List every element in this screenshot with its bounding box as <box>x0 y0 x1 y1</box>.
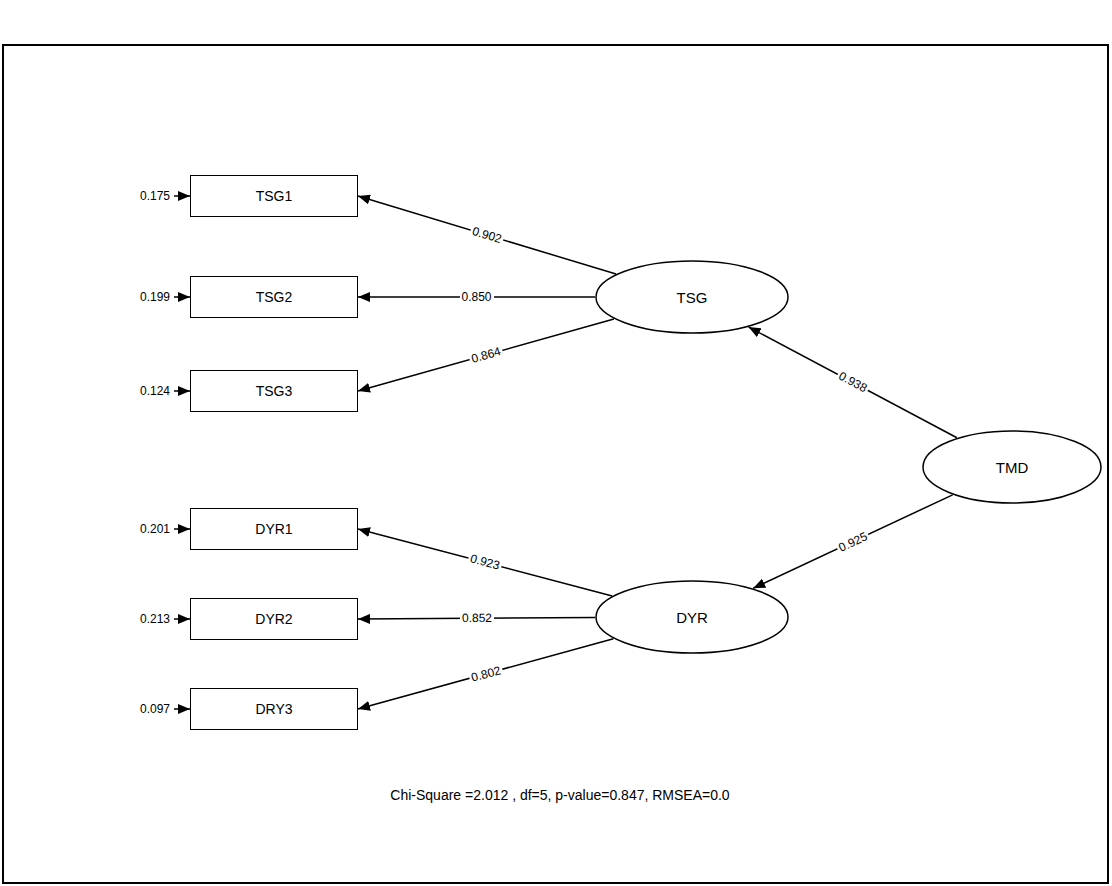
error-variance: 0.213 <box>140 612 170 626</box>
error-arrow <box>174 195 190 197</box>
variable-name: TSG2 <box>256 289 293 305</box>
variable-name: TSG1 <box>256 188 293 204</box>
loading-value: 0.802 <box>467 663 504 686</box>
ellipse-shape <box>923 431 1101 503</box>
variable-name: TMD <box>996 459 1029 476</box>
loading-value: 0.902 <box>469 223 506 246</box>
loading-value: 0.925 <box>835 528 872 555</box>
variable-name: DYR2 <box>255 611 292 627</box>
observed-variable-box: TSG1 <box>190 175 358 217</box>
loading-value: 0.864 <box>468 344 505 367</box>
loading-value: 0.923 <box>467 551 503 573</box>
factor-loading-arrow <box>753 495 952 588</box>
loading-value: 0.850 <box>459 290 493 304</box>
error-arrow <box>174 296 190 298</box>
latent-variable-ellipse: TMD <box>922 430 1102 504</box>
factor-loading-arrow <box>358 639 613 709</box>
variable-name: TSG3 <box>256 383 293 399</box>
loading-value: 0.938 <box>834 368 871 396</box>
loading-value: 0.852 <box>459 611 493 625</box>
diagram-frame <box>3 45 1108 883</box>
observed-variable-box: DYR2 <box>190 598 358 640</box>
error-variance: 0.097 <box>140 702 170 716</box>
observed-variable-box: TSG3 <box>190 370 358 412</box>
observed-variable-box: DYR1 <box>190 508 358 550</box>
factor-loading-arrow <box>749 327 957 438</box>
error-arrow <box>174 618 190 620</box>
fit-statistics: Chi-Square =2.012 , df=5, p-value=0.847,… <box>390 787 729 803</box>
latent-variable-ellipse: TSG <box>595 260 789 334</box>
factor-loading-arrow <box>358 529 612 596</box>
error-variance: 0.201 <box>140 522 170 536</box>
variable-name: DRY3 <box>255 701 292 717</box>
error-arrow <box>174 708 190 710</box>
variable-name: DYR <box>676 609 708 626</box>
variable-name: DYR1 <box>255 521 292 537</box>
variable-name: TSG <box>677 289 708 306</box>
factor-loading-arrow <box>358 319 614 391</box>
observed-variable-box: TSG2 <box>190 276 358 318</box>
latent-variable-ellipse: DYR <box>595 580 789 654</box>
error-arrow <box>174 528 190 530</box>
observed-variable-box: DRY3 <box>190 688 358 730</box>
ellipse-shape <box>596 581 788 653</box>
error-variance: 0.175 <box>140 189 170 203</box>
factor-loading-arrow <box>358 196 616 274</box>
error-arrow <box>174 390 190 392</box>
error-variance: 0.124 <box>140 384 170 398</box>
error-variance: 0.199 <box>140 290 170 304</box>
ellipse-shape <box>596 261 788 333</box>
